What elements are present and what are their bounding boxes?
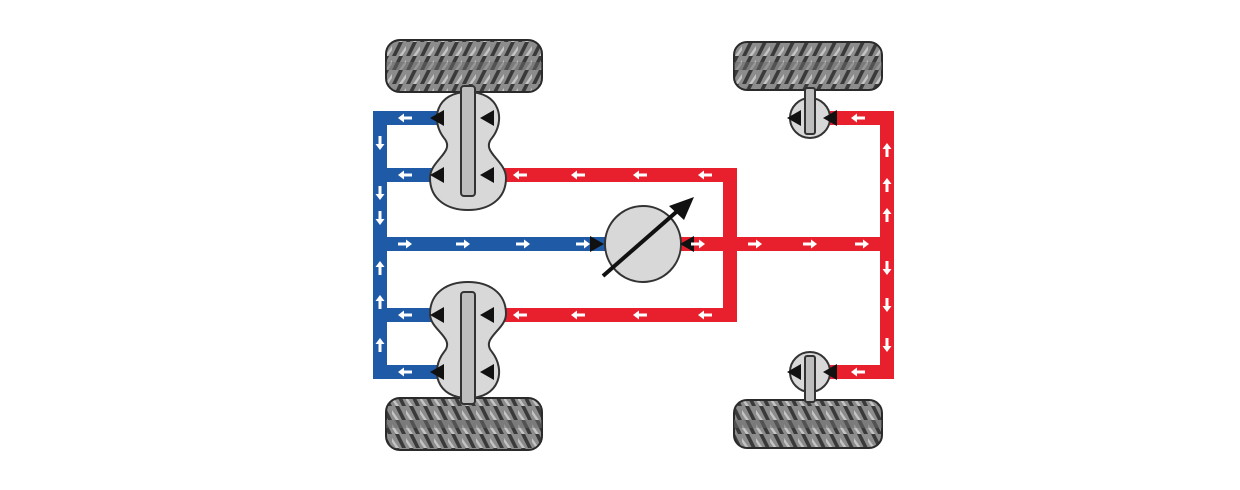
flow-arrow-icon xyxy=(513,310,527,320)
tire-front-right xyxy=(733,41,883,91)
motor-shaft xyxy=(460,291,476,405)
flow-arrow-icon xyxy=(882,338,892,352)
flow-arrow-icon xyxy=(698,310,712,320)
flow-arrow-icon xyxy=(882,143,892,157)
motor-shaft xyxy=(460,85,476,197)
port-arrowhead xyxy=(430,364,444,380)
flow-arrow-icon xyxy=(756,113,770,123)
flow-arrow-icon xyxy=(633,170,647,180)
port-arrowhead xyxy=(787,110,801,126)
flow-arrow-icon xyxy=(375,295,385,309)
flow-arrow-icon xyxy=(756,367,770,377)
variable-arrow-head xyxy=(669,197,694,220)
port-arrowhead xyxy=(480,110,494,126)
red-lower-feed-line xyxy=(490,244,737,322)
flow-arrow-icon xyxy=(748,239,762,249)
hydraulic-motor-rear-left xyxy=(428,280,508,405)
flow-arrow-icon xyxy=(851,367,865,377)
flow-arrow-icon xyxy=(398,239,412,249)
flow-arrow-icon xyxy=(375,261,385,275)
tire-center-band xyxy=(386,420,542,428)
port-arrowhead xyxy=(823,110,837,126)
port-arrowhead xyxy=(480,307,494,323)
flow-arrow-icon xyxy=(851,113,865,123)
flow-arrow-icon xyxy=(375,186,385,200)
flow-arrow-icon xyxy=(698,170,712,180)
flow-arrow-icon xyxy=(803,239,817,249)
flow-arrow-icon xyxy=(398,170,412,180)
hydraulic-motor-rear-right xyxy=(789,351,831,403)
flow-arrow-icon xyxy=(693,113,707,123)
variable-arrow-shaft xyxy=(601,205,684,278)
tire-rear-left xyxy=(385,397,543,451)
flow-arrow-icon xyxy=(693,367,707,377)
flow-arrow-icon xyxy=(513,113,527,123)
flow-arrow-icon xyxy=(456,239,470,249)
flow-arrow-icon xyxy=(571,310,585,320)
flow-arrow-icon xyxy=(691,239,705,249)
port-arrowhead xyxy=(787,364,801,380)
port-arrowhead xyxy=(480,364,494,380)
flow-arrow-icon xyxy=(882,208,892,222)
flow-arrow-icon xyxy=(398,310,412,320)
flow-arrow-icon xyxy=(855,239,869,249)
tire-front-left xyxy=(385,39,543,93)
motor-shaft xyxy=(804,355,816,403)
port-arrowhead xyxy=(480,167,494,183)
motor-shaft xyxy=(804,87,816,135)
flow-arrow-icon xyxy=(628,367,642,377)
flow-arrow-icon xyxy=(568,113,582,123)
variable-displacement-pump xyxy=(601,197,694,283)
port-arrowhead xyxy=(430,110,444,126)
flow-arrow-icon xyxy=(375,136,385,150)
flow-arrow-icon xyxy=(571,170,585,180)
flow-arrow-icon xyxy=(398,367,412,377)
flow-arrow-icon xyxy=(398,113,412,123)
flow-arrow-icon xyxy=(882,298,892,312)
flow-arrow-icon xyxy=(633,310,647,320)
hydraulic-motor-front-left xyxy=(428,85,508,212)
flow-arrows xyxy=(375,113,892,377)
flow-arrow-icon xyxy=(375,211,385,225)
flow-arrow-icon xyxy=(882,261,892,275)
flow-arrow-icon xyxy=(516,239,530,249)
flow-arrow-icon xyxy=(576,239,590,249)
tire-center-band xyxy=(386,62,542,70)
port-arrowhead xyxy=(430,167,444,183)
port-arrowhead xyxy=(823,364,837,380)
flow-arrow-icon xyxy=(882,178,892,192)
tire-center-band xyxy=(734,62,882,70)
flow-arrow-icon xyxy=(513,367,527,377)
flow-arrow-icon xyxy=(568,367,582,377)
port-arrowhead xyxy=(590,236,604,252)
red-upper-feed-line xyxy=(490,168,737,244)
flow-arrow-icon xyxy=(628,113,642,123)
tire-center-band xyxy=(734,420,882,428)
tire-rear-right xyxy=(733,399,883,449)
port-arrowhead xyxy=(680,236,694,252)
flow-arrow-icon xyxy=(513,170,527,180)
port-arrowheads xyxy=(430,110,837,380)
port-arrowhead xyxy=(430,307,444,323)
flow-arrow-icon xyxy=(375,338,385,352)
